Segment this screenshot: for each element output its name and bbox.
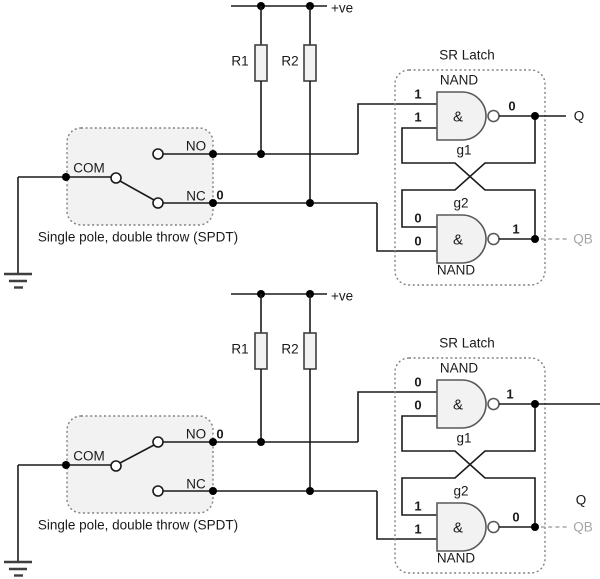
feedback-qb-to-g1 [401,127,536,239]
switch-lever [119,180,155,201]
resistor-r2-body [303,332,317,370]
switch-lever [119,444,155,464]
nand-bubble-g2 [487,232,500,246]
sr-latch-title: SR Latch [439,336,495,351]
nand-gate-g2 [436,502,487,552]
no-to-g1-wire [357,391,437,442]
nand-gate-g2 [436,214,487,264]
nand-label-bottom: NAND [437,263,476,278]
supply-label: +ve [331,1,353,16]
resistor-r2-label: R2 [281,342,298,357]
ground-symbol [4,272,32,289]
nc-label: NC [186,189,206,204]
gate-amp-g1: & [453,109,463,126]
junction-dot [209,487,217,495]
supply-label: +ve [331,289,353,304]
switch-state-annotation: 0 [216,427,223,442]
feedback-q-to-g2 [401,404,536,516]
junction-dot [257,438,265,446]
switch-state-annotation: 0 [216,188,223,203]
gate-amp-g2: & [453,520,463,537]
g1-output-value: 0 [508,99,515,114]
junction-dot [257,150,265,158]
resistor-r1-label: R1 [231,54,248,69]
junction-dot [531,523,539,531]
feedback-q-to-g2 [401,116,536,228]
com-terminal-dot [62,173,70,181]
resistor-r2-body [303,44,317,82]
g2-input-top-value: 1 [414,499,421,514]
sr-latch-box [394,69,546,286]
g2-label: g2 [453,484,468,499]
qb-label: QB [573,520,593,535]
q-label: Q [574,109,585,124]
no-label: NO [186,139,206,154]
nand-bubble-g2 [487,520,500,534]
nand-bubble-g1 [487,109,500,123]
g2-input-bottom-value: 0 [414,234,421,249]
resistor-r1-body [254,44,268,82]
nc-terminal-circle [152,197,164,209]
g2-output-value: 1 [512,222,519,237]
nand-bubble-g1 [487,397,500,411]
junction-dot [306,487,314,495]
ground-symbol [4,560,32,577]
junction-dot [531,400,539,408]
nc-to-g2-wire [376,491,437,540]
pivot-terminal-circle [110,172,122,184]
circuit-2: +ve R1 R2 COM NO NC 0 [4,289,600,577]
no-to-g1-wire [357,103,437,154]
nc-label: NC [186,477,206,492]
no-label: NO [186,427,206,442]
resistor-r1-label: R1 [231,342,248,357]
junction-dot [209,438,217,446]
resistor-r2-label: R2 [281,54,298,69]
g2-input-top-value: 0 [414,211,421,226]
q-label: Q [576,493,587,508]
g1-label: g1 [456,431,471,446]
junction-dot [209,150,217,158]
g2-input-bottom-value: 1 [414,522,421,537]
g2-output-value: 0 [512,510,519,525]
gate-amp-g2: & [453,232,463,249]
nc-to-g2-wire [376,203,437,252]
no-terminal-circle [152,436,164,448]
nand-label-bottom: NAND [437,551,476,566]
g1-output-value: 1 [506,387,513,402]
g1-input-top-value: 1 [414,87,421,102]
no-terminal-circle [152,148,164,160]
feedback-qb-to-g1 [401,415,536,527]
g1-input-bottom-value: 1 [414,110,421,125]
pivot-terminal-circle [110,460,122,472]
nc-terminal-circle [152,485,164,497]
sr-latch-title: SR Latch [439,48,495,63]
junction-dot [531,235,539,243]
g1-label: g1 [456,143,471,158]
nand-gate-g1 [436,91,487,141]
switch-caption: Single pole, double throw (SPDT) [38,230,238,245]
qb-label: QB [573,232,593,247]
switch-caption: Single pole, double throw (SPDT) [38,518,238,533]
com-label: COM [73,449,105,464]
circuit-1: +ve R1 R2 COM NO NC 0 [4,1,593,289]
nand-gate-g1 [436,379,487,429]
g2-label: g2 [453,196,468,211]
nand-label-top: NAND [440,73,479,88]
sr-latch-box [394,357,546,574]
g1-input-bottom-value: 0 [414,398,421,413]
resistor-r1-body [254,332,268,370]
com-terminal-dot [62,461,70,469]
g1-input-top-value: 0 [414,375,421,390]
com-label: COM [73,161,105,176]
junction-dot [531,112,539,120]
nand-label-top: NAND [440,361,479,376]
gate-amp-g1: & [453,397,463,414]
junction-dot [209,199,217,207]
junction-dot [306,199,314,207]
